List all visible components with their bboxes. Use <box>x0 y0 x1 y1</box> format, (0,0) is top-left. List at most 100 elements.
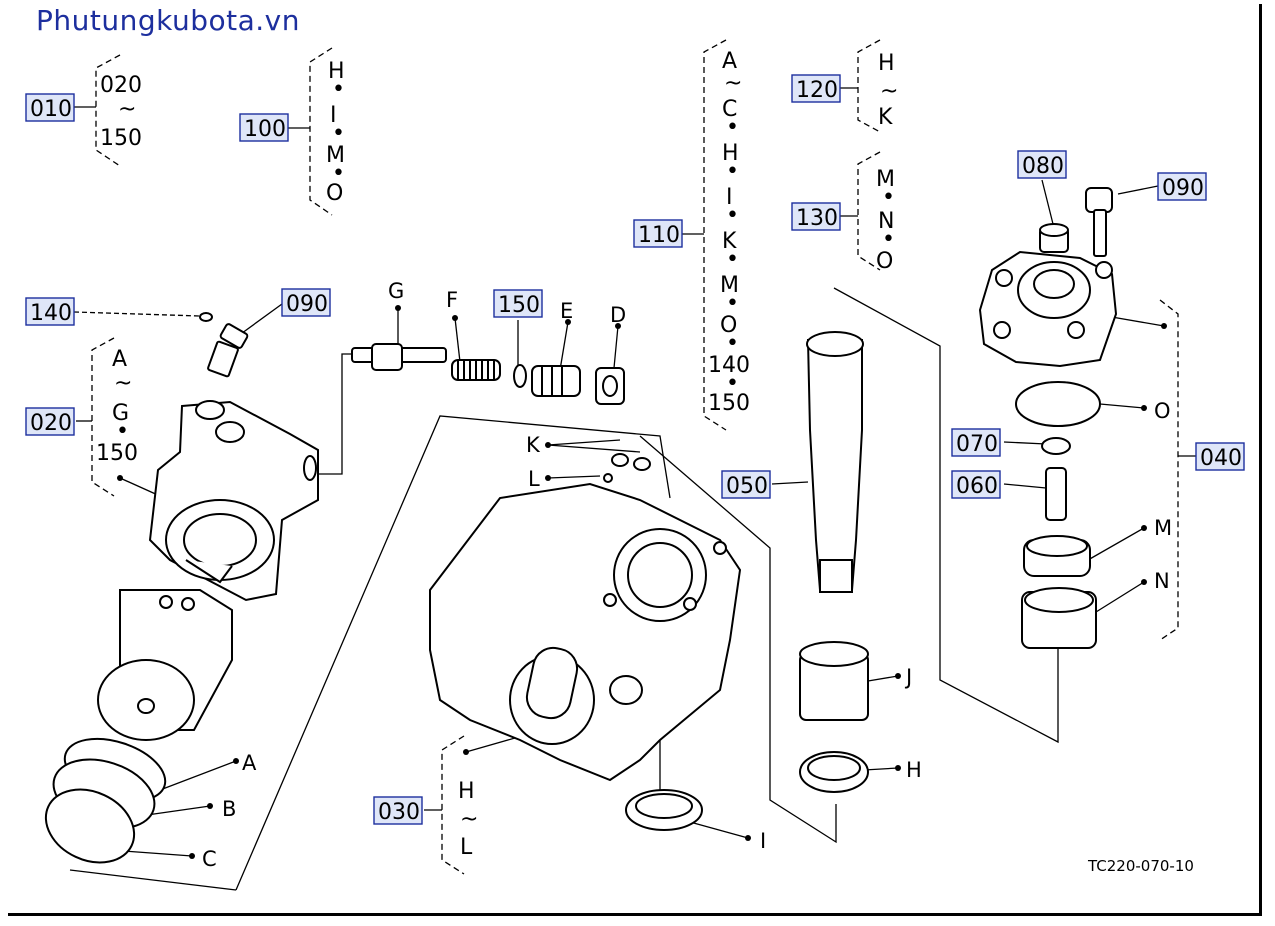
spool-g-icon <box>351 343 447 371</box>
svg-text:110: 110 <box>638 223 680 248</box>
part-number-150[interactable]: 150 <box>493 289 543 318</box>
svg-text:140: 140 <box>708 353 750 378</box>
plug-090-left-icon <box>207 323 249 378</box>
part-number-090-right[interactable]: 090 <box>1157 172 1207 201</box>
svg-text:A: A <box>112 347 127 372</box>
nut-d-icon <box>595 367 625 405</box>
svg-text:H: H <box>722 141 739 166</box>
label-o: O <box>1154 399 1171 423</box>
svg-text:H: H <box>878 51 895 76</box>
svg-text:•: • <box>726 371 739 396</box>
svg-text:•: • <box>116 419 129 444</box>
piston-assembly-icon <box>97 589 233 741</box>
part-number-010[interactable]: 010 <box>25 93 75 122</box>
label-a: A <box>242 751 257 775</box>
part-number-130[interactable]: 130 <box>791 202 841 231</box>
group-130-list: M • N • O <box>876 167 895 274</box>
gear-housing-030-icon <box>429 482 742 782</box>
site-title[interactable]: Phutungkubota.vn <box>36 4 300 37</box>
washer-070-icon <box>1041 437 1071 455</box>
svg-text:M: M <box>720 273 739 298</box>
o-ring-150-icon <box>513 364 527 388</box>
part-number-090-left[interactable]: 090 <box>281 288 331 317</box>
svg-text:090: 090 <box>286 292 328 317</box>
label-n: N <box>1154 569 1170 593</box>
svg-text:A: A <box>722 49 737 74</box>
label-b: B <box>222 797 236 821</box>
svg-text:K: K <box>878 105 893 130</box>
svg-text:060: 060 <box>956 474 998 499</box>
svg-text:•: • <box>332 161 345 186</box>
o-ring-k1-icon <box>611 453 629 467</box>
part-number-060[interactable]: 060 <box>951 470 1001 499</box>
nut-080-icon <box>1039 223 1069 253</box>
seal-m-icon <box>1023 535 1091 577</box>
svg-text:•: • <box>332 77 345 102</box>
figure-code: TC220-070-10 <box>1088 857 1194 875</box>
o-ring-k2-icon <box>633 457 651 471</box>
svg-text:~: ~ <box>118 97 136 122</box>
svg-text:010: 010 <box>30 97 72 122</box>
part-number-020[interactable]: 020 <box>25 407 75 436</box>
svg-text:100: 100 <box>244 117 286 142</box>
spring-f-icon <box>451 359 501 381</box>
part-number-030[interactable]: 030 <box>373 796 423 825</box>
part-number-140[interactable]: 140 <box>25 297 75 326</box>
label-i: I <box>760 829 766 853</box>
svg-text:•: • <box>726 331 739 356</box>
bolt-090-right-icon <box>1085 187 1113 257</box>
svg-text:150: 150 <box>96 441 138 466</box>
svg-text:~: ~ <box>114 371 132 396</box>
o-ring-140-icon <box>199 312 213 322</box>
svg-text:G: G <box>112 401 129 426</box>
part-number-100[interactable]: 100 <box>239 113 289 142</box>
screw-060-icon <box>1045 467 1067 521</box>
svg-text:140: 140 <box>30 301 72 326</box>
label-f: F <box>446 288 458 312</box>
svg-text:150: 150 <box>498 293 540 318</box>
bearing-n-icon <box>1021 587 1097 649</box>
letter-labels: G F E D A B C K L I J H O M N <box>202 279 1172 871</box>
o-ring-o-icon <box>1015 381 1101 427</box>
svg-text:•: • <box>726 247 739 272</box>
svg-text:090: 090 <box>1162 176 1204 201</box>
svg-text:020: 020 <box>100 73 142 98</box>
svg-text:H: H <box>328 59 345 84</box>
part-number-050[interactable]: 050 <box>721 470 771 499</box>
label-g: G <box>388 279 404 303</box>
svg-text:130: 130 <box>796 206 838 231</box>
part-number-080[interactable]: 080 <box>1017 150 1067 179</box>
svg-text:•: • <box>726 203 739 228</box>
svg-text:H: H <box>458 779 475 804</box>
svg-text:120: 120 <box>796 78 838 103</box>
svg-text:~: ~ <box>880 79 898 104</box>
shaft-050-icon <box>806 331 864 593</box>
group-120-list: H ~ K <box>878 51 898 130</box>
label-k: K <box>526 433 541 457</box>
svg-text:070: 070 <box>956 432 998 457</box>
group-100-list: H • I • M • O <box>326 59 345 206</box>
svg-text:050: 050 <box>726 474 768 499</box>
svg-text:•: • <box>726 291 739 316</box>
svg-text:•: • <box>882 227 895 252</box>
sleeve-e-icon <box>531 365 581 397</box>
group-010-list: 020 ~ 150 <box>100 73 142 151</box>
label-m: M <box>1154 516 1172 540</box>
part-number-120[interactable]: 120 <box>791 74 841 103</box>
svg-text:O: O <box>326 181 343 206</box>
ring-c-icon <box>44 788 136 864</box>
svg-text:K: K <box>722 229 737 254</box>
part-number-110[interactable]: 110 <box>633 219 683 248</box>
svg-text:I: I <box>330 103 337 128</box>
svg-text:L: L <box>460 835 473 860</box>
svg-text:•: • <box>882 185 895 210</box>
svg-text:O: O <box>720 313 737 338</box>
svg-text:M: M <box>326 143 345 168</box>
seal-h-icon <box>799 751 869 793</box>
cover-040-icon <box>978 250 1118 368</box>
part-number-040[interactable]: 040 <box>1195 442 1245 471</box>
part-number-070[interactable]: 070 <box>951 428 1001 457</box>
svg-text:150: 150 <box>708 391 750 416</box>
